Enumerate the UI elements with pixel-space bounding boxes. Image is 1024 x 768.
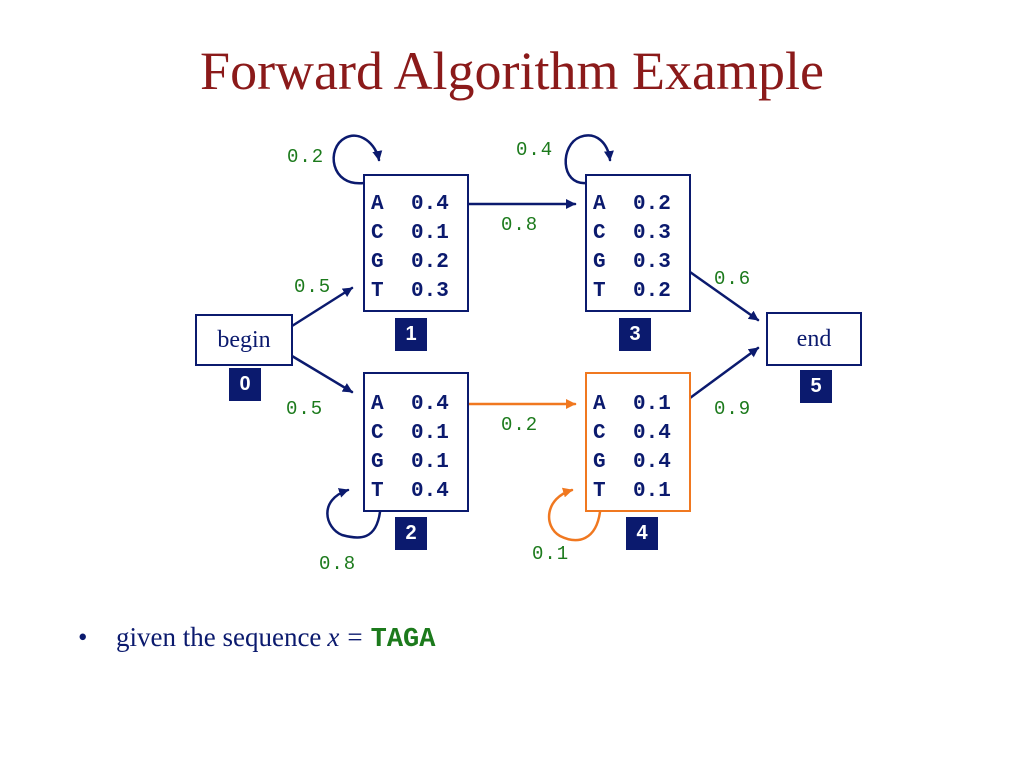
emission-row: G 0.3: [593, 248, 683, 277]
emission-row: G 0.4: [593, 448, 683, 477]
emission-row: A 0.4: [371, 390, 461, 419]
state-1: A 0.4 C 0.1 G 0.2 T 0.3: [363, 174, 469, 312]
emission-row: T 0.4: [371, 477, 461, 506]
state-4-to-end-prob: 0.9: [714, 398, 752, 420]
state-3-to-end-prob: 0.6: [714, 268, 752, 290]
self-loop-2-prob: 0.8: [319, 553, 357, 575]
emission-symbol: C: [593, 422, 606, 445]
state-4-id-tag: 4: [626, 517, 658, 550]
begin-to-1-arrow: [290, 286, 354, 328]
state-3-id-tag: 3: [619, 318, 651, 351]
state-3-to-end-arrow: [688, 270, 760, 322]
state-2: A 0.4 C 0.1 G 0.1 T 0.4: [363, 372, 469, 512]
emission-row: A 0.2: [593, 190, 683, 219]
emission-prob: 0.3: [411, 280, 449, 303]
self-loop-4-arrow: [547, 487, 602, 542]
emission-prob: 0.3: [633, 222, 671, 245]
end-state: end: [766, 312, 862, 366]
emission-symbol: G: [371, 251, 384, 274]
emission-prob: 0.4: [633, 451, 671, 474]
emission-symbol: T: [371, 480, 384, 503]
emission-symbol: T: [593, 280, 606, 303]
emission-row: C 0.3: [593, 219, 683, 248]
begin-to-2-arrow: [290, 354, 354, 394]
begin-to-1-prob: 0.5: [294, 276, 332, 298]
emission-symbol: T: [371, 280, 384, 303]
self-loop-1-prob: 0.2: [287, 146, 325, 168]
emission-symbol: G: [371, 451, 384, 474]
emission-prob: 0.4: [633, 422, 671, 445]
self-loop-1-arrow: [332, 134, 383, 185]
emission-symbol: T: [593, 480, 606, 503]
emission-symbol: A: [371, 393, 384, 416]
page-title: Forward Algorithm Example: [200, 41, 824, 101]
sequence-variable: x: [327, 622, 340, 652]
emission-row: T 0.3: [371, 277, 461, 306]
emission-prob: 0.4: [411, 393, 449, 416]
emission-row: A 0.1: [593, 390, 683, 419]
self-loop-3-arrow: [564, 134, 614, 185]
emission-row: A 0.4: [371, 190, 461, 219]
state-1-id-tag: 1: [395, 318, 427, 351]
self-loop-4-prob: 0.1: [532, 543, 570, 565]
emission-symbol: G: [593, 451, 606, 474]
state-3: A 0.2 C 0.3 G 0.3 T 0.2: [585, 174, 691, 312]
emission-row: C 0.4: [593, 419, 683, 448]
emission-prob: 0.1: [633, 393, 671, 416]
emission-prob: 0.3: [633, 251, 671, 274]
emission-symbol: C: [593, 222, 606, 245]
emission-prob: 0.1: [411, 422, 449, 445]
state-2-to-4-prob: 0.2: [501, 414, 539, 436]
self-loop-3-prob: 0.4: [516, 139, 554, 161]
bullet-dot: •: [78, 622, 88, 652]
emission-symbol: C: [371, 422, 384, 445]
state-4-to-end-arrow: [688, 346, 760, 400]
begin-label: begin: [217, 326, 271, 353]
begin-to-2-prob: 0.5: [286, 398, 324, 420]
emission-symbol: A: [593, 193, 606, 216]
state-1-to-3-prob: 0.8: [501, 214, 539, 236]
emission-prob: 0.2: [411, 251, 449, 274]
end-label: end: [796, 325, 832, 352]
state-2-id-tag: 2: [395, 517, 427, 550]
emission-prob: 0.2: [633, 280, 671, 303]
emission-row: T 0.1: [593, 477, 683, 506]
emission-prob: 0.1: [633, 480, 671, 503]
emission-prob: 0.4: [411, 480, 449, 503]
emission-row: C 0.1: [371, 219, 461, 248]
emission-symbol: C: [371, 222, 384, 245]
state-4: A 0.1 C 0.4 G 0.4 T 0.1: [585, 372, 691, 512]
equals-sign: =: [347, 622, 363, 652]
emission-prob: 0.2: [633, 193, 671, 216]
begin-state: begin: [195, 314, 293, 366]
emission-symbol: A: [371, 193, 384, 216]
self-loop-2-arrow: [326, 488, 382, 539]
emission-row: G 0.2: [371, 248, 461, 277]
sequence-value: TAGA: [370, 625, 436, 655]
emission-prob: 0.4: [411, 193, 449, 216]
emission-row: T 0.2: [593, 277, 683, 306]
emission-prob: 0.1: [411, 451, 449, 474]
sequence-bullet: • given the sequence x = TAGA: [78, 622, 435, 655]
begin-id-tag: 0: [229, 368, 261, 401]
end-id-tag: 5: [800, 370, 832, 403]
emission-symbol: A: [593, 393, 606, 416]
emission-prob: 0.1: [411, 222, 449, 245]
emission-row: G 0.1: [371, 448, 461, 477]
emission-symbol: G: [593, 251, 606, 274]
emission-row: C 0.1: [371, 419, 461, 448]
bullet-text: given the sequence: [116, 622, 322, 652]
